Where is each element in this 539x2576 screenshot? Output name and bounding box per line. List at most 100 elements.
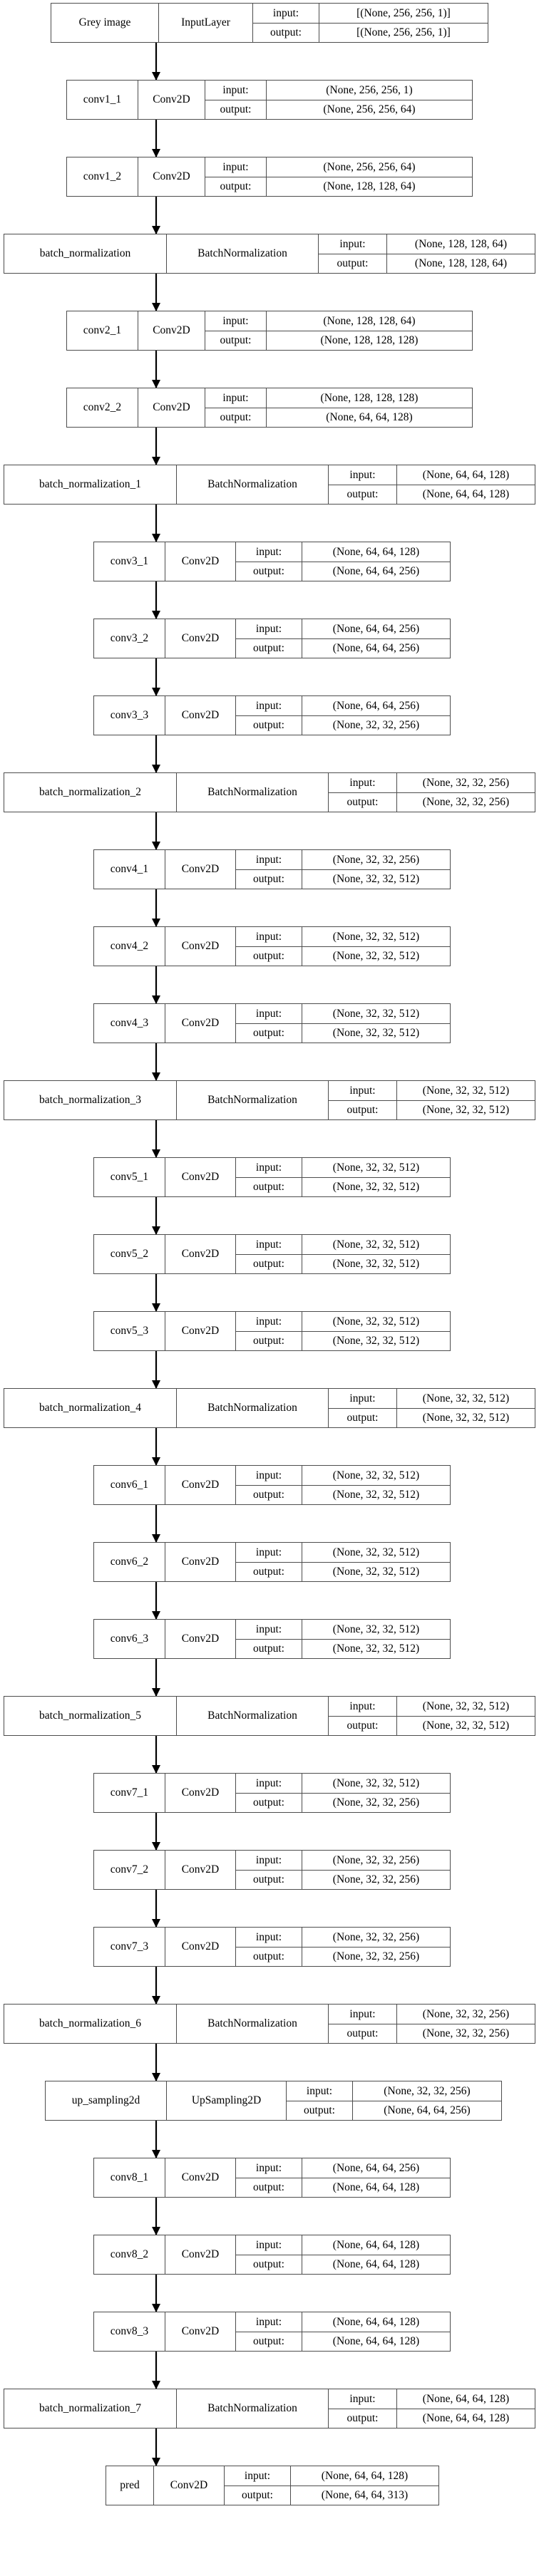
- layer-type-conv5_2: Conv2D: [165, 1235, 235, 1273]
- io-shape-input-conv7_1: (None, 32, 32, 512): [302, 1774, 450, 1793]
- layer-name-conv8_1: conv8_1: [110, 2171, 149, 2184]
- io-row-input-conv4_2: input:(None, 32, 32, 512): [236, 927, 450, 946]
- layer-type-conv3_1: Conv2D: [165, 542, 235, 581]
- io-shape-input-conv6_3: (None, 32, 32, 512): [302, 1620, 450, 1639]
- layer-name-conv3_2: conv3_2: [110, 632, 149, 645]
- layer-type-bn_6: BatchNormalization: [176, 2005, 328, 2043]
- io-shape-input-conv4_1: (None, 32, 32, 256): [302, 850, 450, 869]
- layer-io-conv6_2: input:(None, 32, 32, 512)output:(None, 3…: [235, 1543, 450, 1581]
- io-row-output-conv1_2: output:(None, 128, 128, 64): [205, 177, 472, 196]
- io-row-output-bn_3: output:(None, 32, 32, 512): [329, 1100, 535, 1119]
- io-label-input: input:: [272, 6, 299, 19]
- io-shape-output-conv4_2: (None, 32, 32, 512): [302, 947, 450, 966]
- io-shape-output-conv7_2: (None, 32, 32, 256): [302, 1871, 450, 1889]
- layer-type-conv5_1: Conv2D: [165, 1158, 235, 1196]
- io-shape-input-conv3_1: (None, 64, 64, 128): [302, 542, 450, 562]
- io-shape-input-bn_0: (None, 128, 128, 64): [386, 234, 535, 254]
- io-label-input: input:: [222, 83, 249, 96]
- io-shape-output-bn_1: (None, 64, 64, 128): [396, 485, 535, 504]
- io-shape-input-bn_5: (None, 32, 32, 512): [396, 1697, 535, 1716]
- io-row-input-conv6_3: input:(None, 32, 32, 512): [236, 1620, 450, 1639]
- layer-io-bn_2: input:(None, 32, 32, 256)output:(None, 3…: [328, 773, 535, 812]
- io-row-output-conv4_1: output:(None, 32, 32, 512): [236, 869, 450, 889]
- io-label-output: output:: [220, 411, 252, 423]
- io-label-output: output:: [253, 1335, 284, 1347]
- io-shape-input-conv1_1: (None, 256, 256, 1): [266, 81, 472, 100]
- layer-io-conv7_3: input:(None, 32, 32, 256)output:(None, 3…: [235, 1928, 450, 1966]
- io-label-input: input:: [255, 1238, 282, 1251]
- layer-io-pred: input:(None, 64, 64, 128)output:(None, 6…: [224, 2466, 438, 2505]
- layer-name-bn_5: batch_normalization_5: [39, 1709, 141, 1722]
- io-row-output-bn_4: output:(None, 32, 32, 512): [329, 1408, 535, 1427]
- io-label-input: input:: [349, 1084, 376, 1097]
- layer-type-conv4_2: Conv2D: [165, 927, 235, 966]
- io-label-input: input:: [255, 1546, 282, 1558]
- layer-type-conv3_3: Conv2D: [165, 696, 235, 735]
- io-label-input: input:: [244, 2469, 271, 2482]
- layer-name-bn_0: batch_normalization: [39, 247, 131, 260]
- io-shape-input-conv2_1: (None, 128, 128, 64): [266, 311, 472, 331]
- layer-io-conv5_3: input:(None, 32, 32, 512)output:(None, 3…: [235, 1312, 450, 1350]
- layer-name-bn_1: batch_normalization_1: [39, 478, 141, 491]
- io-row-input-conv1_2: input:(None, 256, 256, 64): [205, 157, 472, 177]
- layer-io-conv5_2: input:(None, 32, 32, 512)output:(None, 3…: [235, 1235, 450, 1273]
- layer-type-conv2_2: Conv2D: [138, 388, 205, 427]
- layer-type-bn_0: BatchNormalization: [166, 234, 318, 273]
- io-shape-input-bn_2: (None, 32, 32, 256): [396, 773, 535, 792]
- io-label-output: output:: [253, 873, 284, 885]
- layer-io-conv4_3: input:(None, 32, 32, 512)output:(None, 3…: [235, 1004, 450, 1043]
- io-row-input-bn_3: input:(None, 32, 32, 512): [329, 1081, 535, 1100]
- io-shape-input-conv8_2: (None, 64, 64, 128): [302, 2235, 450, 2255]
- layer-io-bn_6: input:(None, 32, 32, 256)output:(None, 3…: [328, 2005, 535, 2043]
- layer-type-up_samp: UpSampling2D: [166, 2081, 286, 2120]
- io-label-input: input:: [349, 2392, 376, 2405]
- io-row-input-conv3_2: input:(None, 64, 64, 256): [236, 619, 450, 638]
- io-label-output: output:: [346, 1412, 379, 1424]
- io-row-input-conv5_3: input:(None, 32, 32, 512): [236, 1312, 450, 1331]
- layer-name-conv7_3: conv7_3: [110, 1940, 149, 1953]
- layer-io-bn_3: input:(None, 32, 32, 512)output:(None, 3…: [328, 1081, 535, 1119]
- io-label-input: input:: [255, 930, 282, 943]
- io-row-input-conv5_1: input:(None, 32, 32, 512): [236, 1158, 450, 1177]
- layer-io-bn_7: input:(None, 64, 64, 128)output:(None, 6…: [328, 2389, 535, 2428]
- io-row-input-conv7_2: input:(None, 32, 32, 256): [236, 1851, 450, 1870]
- io-label-output: output:: [220, 334, 252, 346]
- io-shape-input-conv5_1: (None, 32, 32, 512): [302, 1158, 450, 1177]
- layer-io-conv8_2: input:(None, 64, 64, 128)output:(None, 6…: [235, 2235, 450, 2274]
- io-label-output: output:: [253, 2181, 284, 2193]
- layer-name-conv6_1: conv6_1: [110, 1479, 149, 1491]
